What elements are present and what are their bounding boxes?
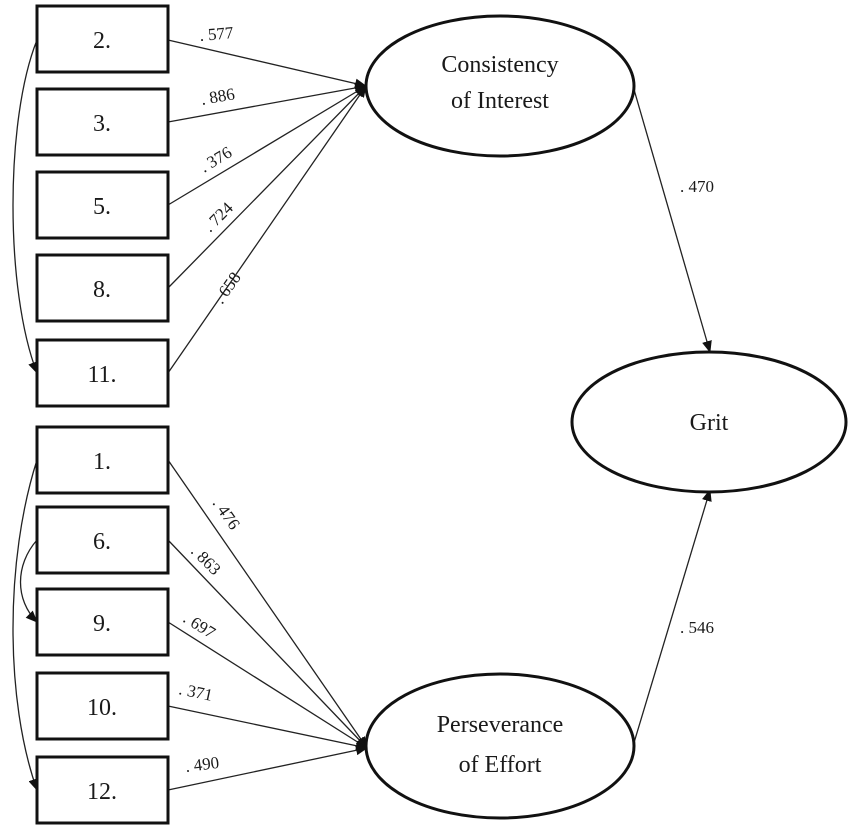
loading-label-10: . 371 (177, 679, 214, 705)
item-label: 1. (93, 449, 111, 475)
item-box-3: 3. (35, 87, 170, 157)
item-box-11: 11. (35, 338, 170, 408)
path-coef-perseverance-grit: . 546 (680, 618, 714, 637)
factor-grit: Grit (570, 350, 848, 494)
item-label: 9. (93, 611, 111, 637)
item-label: 6. (93, 529, 111, 555)
item-label: 3. (93, 111, 111, 137)
path-item-6 (167, 539, 368, 749)
path-item-1 (167, 459, 368, 749)
path-coef-consistency-grit: . 470 (680, 177, 714, 196)
item-box-9: 9. (35, 587, 170, 657)
loading-label-6: . 863 (187, 541, 224, 578)
path-perseverance-grit (632, 489, 712, 747)
item-box-5: 5. (35, 170, 170, 240)
loading-label-9: . 697 (180, 608, 219, 642)
item-box-10: 10. (35, 671, 170, 741)
item-box-8: 8. (35, 253, 170, 323)
path-item-11 (167, 85, 367, 374)
covariance-curve-2-11 (12, 27, 46, 374)
item-box-2: 2. (35, 4, 170, 74)
factor-label: Grit (690, 410, 729, 436)
path-item-12 (167, 745, 368, 791)
item-box-1: 1. (35, 425, 170, 495)
item-label: 8. (93, 277, 111, 303)
loading-label-5: . 376 (196, 143, 235, 177)
item-label: 10. (87, 695, 117, 721)
covariance-curve-1-12 (12, 448, 46, 791)
path-consistency-grit (632, 85, 712, 353)
factor-label-line1: Perseverance (437, 712, 564, 738)
path-item-2 (167, 39, 367, 89)
loading-label-12: . 490 (184, 753, 220, 776)
item-label: 5. (93, 194, 111, 220)
loading-label-11: . 658 (210, 269, 245, 308)
item-box-12: 12. (35, 755, 170, 825)
factor-label-line2: of Interest (451, 88, 549, 114)
loading-label-3: . 886 (199, 84, 236, 109)
factor-perseverance-of-effort: Perseverance of Effort (364, 672, 636, 820)
factor-label-line1: Consistency (441, 52, 558, 78)
item-label: 11. (87, 362, 116, 388)
item-label: 12. (87, 779, 117, 805)
path-item-3 (167, 83, 367, 123)
path-item-9 (167, 621, 368, 749)
loading-label-2: . 577 (199, 23, 235, 45)
path-item-5 (167, 85, 367, 206)
item-box-6: 6. (35, 505, 170, 575)
factor-consistency-of-interest: Consistency of Interest (364, 14, 636, 158)
loading-label-8: . 724 (199, 198, 237, 236)
path-item-10 (167, 705, 368, 751)
item-label: 2. (93, 28, 111, 54)
path-item-8 (167, 85, 367, 289)
factor-label-line2: of Effort (459, 752, 542, 778)
covariance-curve-6-9 (19, 528, 49, 623)
